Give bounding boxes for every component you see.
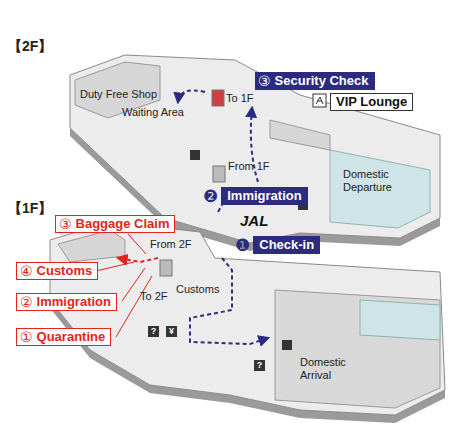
box-title: Customs [37,263,93,279]
info-icon: ? [148,326,159,337]
area-label: Duty Free Shop [80,88,157,101]
floor-heading: 【2F】 [8,38,52,54]
lounge-room [270,120,330,150]
airline-logo: JAL [240,214,268,227]
restroom-icon [282,340,292,350]
callout-number: ③ [59,216,72,232]
label-box: ③Security Check [255,72,375,90]
icon-glyph [316,97,323,104]
icon-frame [313,94,326,107]
leader-line [96,262,134,271]
label-box: ①Quarantine [16,328,111,346]
exchange-icon: ¥ [166,326,177,337]
escalator [213,166,225,182]
info-icon: ? [254,360,265,371]
label-box: ❶Check-in [235,236,320,254]
direction-label: To 1F [226,92,254,105]
area-label: Waiting Area [122,106,184,119]
box-title: Quarantine [37,329,106,345]
callout-number: ④ [20,263,33,279]
callout-number: ① [20,329,33,345]
area-label: Domestic Departure [343,168,415,194]
box-title: Baggage Claim [76,216,170,232]
label-box: ❷Immigration [203,187,308,205]
floor-heading: 【1F】 [8,200,52,216]
box-title: Security Check [275,73,369,89]
leader-line [128,234,146,254]
direction-label: From 1F [228,160,270,173]
box-title: Immigration [37,294,111,310]
label-box: ③Baggage Claim [55,215,175,233]
label-box: ④Customs [16,262,98,280]
vip-icon [313,94,326,107]
floor-1f [50,222,445,415]
callout-number: ③ [258,73,271,89]
callout-number: ❷ [203,188,218,204]
direction-label: To 2F [140,290,168,303]
arrival-hall [275,290,440,408]
leader-line [116,276,152,337]
escalator [160,260,172,276]
flow-arrow [178,90,205,102]
label-box: VIP Lounge [330,93,413,111]
box-title: Check-in [253,236,320,254]
domestic-departure-area [330,150,430,228]
callout-number: ❶ [235,237,250,253]
label-box: ②Immigration [16,293,117,311]
area-label: Customs [176,283,219,296]
box-title: Immigration [221,187,307,205]
area-label: Domestic Arrival [300,356,362,382]
arrival-area [360,300,440,340]
flow-arrow [118,258,158,262]
restroom-icon [190,150,200,160]
flow-arrow [190,258,268,344]
direction-label: From 2F [150,238,192,251]
claim-room [58,230,125,262]
box-title: VIP Lounge [336,94,407,110]
escalator [212,90,224,106]
callout-number: ② [20,294,33,310]
